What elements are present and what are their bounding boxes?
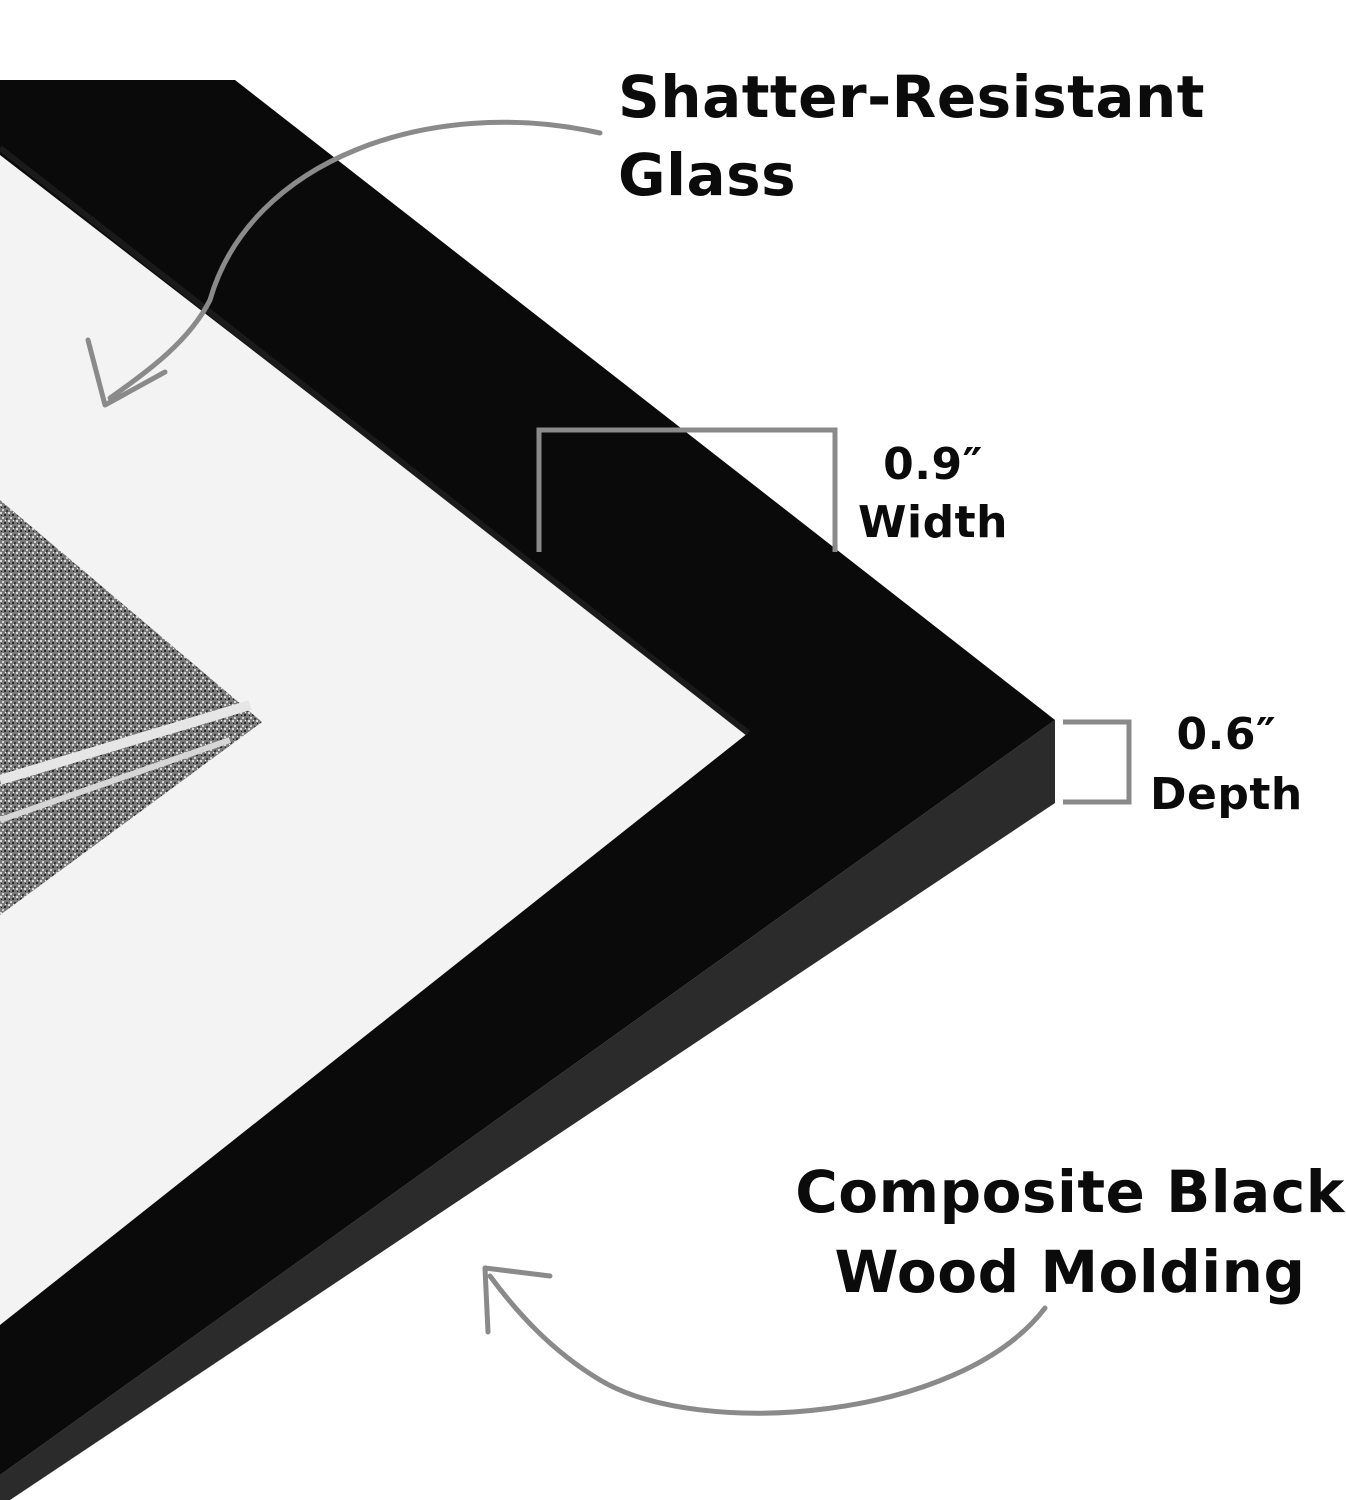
glass-callout-line2: Glass bbox=[618, 141, 797, 209]
mat-board bbox=[0, 155, 748, 1325]
molding-callout-line2: Wood Molding bbox=[834, 1238, 1306, 1306]
dimension-bracket-icon bbox=[1063, 719, 1132, 805]
width-label: Width bbox=[858, 497, 1008, 548]
mat-bevel-edge bbox=[0, 145, 750, 736]
curved-arrow-icon bbox=[482, 1265, 1048, 1416]
depth-callout: 0.6″ Depth bbox=[1150, 705, 1303, 825]
molding-callout: Composite Black Wood Molding bbox=[790, 1152, 1346, 1312]
width-callout: 0.9″ Width bbox=[858, 436, 1008, 552]
photo-inner-shadow bbox=[0, 530, 238, 880]
molding-callout-line1: Composite Black bbox=[795, 1158, 1345, 1226]
curved-arrow-icon bbox=[85, 119, 603, 408]
depth-label: Depth bbox=[1150, 769, 1303, 820]
glass-callout-line1: Shatter-Resistant bbox=[618, 63, 1205, 131]
frame-side-face bbox=[0, 720, 1055, 1500]
dimension-bracket-icon bbox=[536, 427, 838, 552]
glass-callout: Shatter-Resistant Glass bbox=[618, 58, 1205, 214]
depth-value: 0.6″ bbox=[1176, 709, 1277, 760]
width-value: 0.9″ bbox=[883, 439, 983, 490]
photo-stripe bbox=[0, 700, 252, 785]
photo-stripe-2 bbox=[0, 737, 231, 823]
